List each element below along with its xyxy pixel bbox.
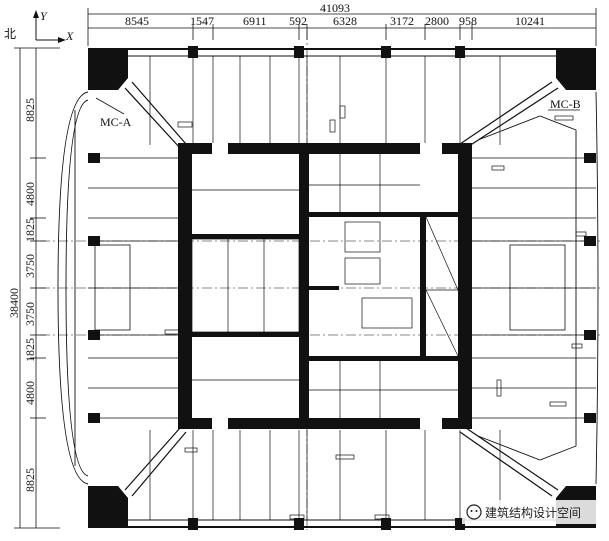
label-mc-b: MC-B bbox=[550, 97, 581, 111]
dim-top-seg-7: 2800 bbox=[425, 14, 449, 28]
diagonal-beams bbox=[124, 81, 559, 497]
dim-left-seg-4: 3750 bbox=[23, 254, 37, 278]
mc-a-leader bbox=[95, 97, 125, 115]
mega-column-sw bbox=[88, 486, 128, 527]
core-openings bbox=[212, 143, 442, 429]
dim-left-seg-6: 1825 bbox=[23, 338, 37, 362]
dim-top-seg-6: 3172 bbox=[390, 14, 414, 28]
dim-left-seg-5: 3750 bbox=[23, 302, 37, 326]
watermark-text: 建筑结构设计空间 bbox=[485, 505, 581, 520]
top-dimension-chain bbox=[87, 8, 597, 46]
label-mc-a: MC-A bbox=[100, 115, 132, 129]
core-interior bbox=[191, 154, 459, 418]
secondary-beams-vertical bbox=[149, 56, 501, 520]
north-indicator: 北 Y X bbox=[4, 9, 74, 43]
core-walls bbox=[178, 143, 472, 429]
dim-left-seg-8: 8825 bbox=[23, 468, 37, 492]
dim-top-seg-2: 1547 bbox=[190, 14, 214, 28]
dim-left-seg-1: 8825 bbox=[23, 98, 37, 122]
axis-x-label: X bbox=[65, 29, 74, 43]
dim-left-seg-2: 4800 bbox=[23, 182, 37, 206]
dim-top-seg-5: 6328 bbox=[333, 14, 357, 28]
dim-top-seg-1: 8545 bbox=[125, 14, 149, 28]
wechat-icon bbox=[466, 504, 482, 520]
grid-axis-lines bbox=[40, 30, 600, 530]
dim-top-total: 41093 bbox=[320, 1, 350, 15]
mega-column-nw bbox=[88, 49, 128, 90]
perimeter-columns bbox=[88, 46, 596, 530]
dim-top-seg-4: 592 bbox=[289, 14, 307, 28]
dim-top-seg-8: 958 bbox=[459, 14, 477, 28]
watermark: 建筑结构设计空间 bbox=[462, 500, 596, 524]
dim-left-seg-7: 4800 bbox=[23, 381, 37, 405]
dim-left-seg-3: 1825 bbox=[23, 218, 37, 242]
small-openings bbox=[164, 105, 587, 520]
axis-y-label: Y bbox=[40, 9, 48, 23]
dim-left-total: 38400 bbox=[7, 288, 21, 318]
north-label: 北 bbox=[4, 27, 16, 41]
mega-column-ne bbox=[556, 49, 596, 90]
dim-top-seg-9: 10241 bbox=[515, 14, 545, 28]
dim-top-seg-3: 6911 bbox=[243, 14, 267, 28]
